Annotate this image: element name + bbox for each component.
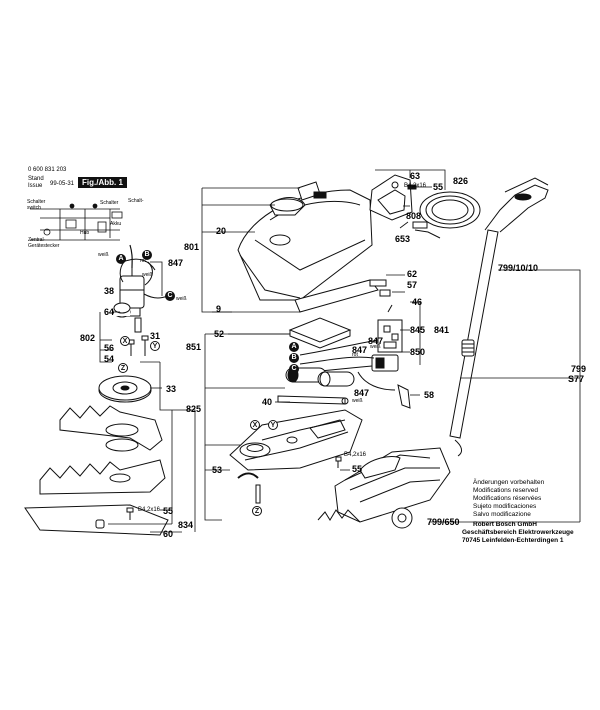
marker-y: Y <box>150 341 160 351</box>
marker-b: B <box>142 250 152 260</box>
screw-label-c: B4,2x16 <box>344 452 367 458</box>
wire-label-rot: rot <box>140 258 146 264</box>
marker-c: C <box>165 291 175 301</box>
company-address: 70745 Leinfelden-Echterdingen 1 <box>462 537 564 544</box>
part-834: 834 <box>178 520 194 530</box>
part-850: 850 <box>410 347 426 357</box>
marker-a-2: A <box>289 342 299 352</box>
part-845: 845 <box>410 325 426 335</box>
part-799-650: 799/650 <box>427 517 460 527</box>
part-851: 851 <box>186 342 202 352</box>
hub-label: Hub <box>80 230 90 236</box>
issue-date: 99-05-31 <box>50 181 75 187</box>
marker-z-2: Z <box>252 506 262 516</box>
note-line-5: Salvo modificazione <box>473 511 531 518</box>
figure-label: Fig./Abb. 1 <box>78 177 127 188</box>
part-55-a: 55 <box>163 506 174 516</box>
note-line-2: Modifications reserved <box>473 487 539 494</box>
part-847-d: 847 <box>354 388 370 398</box>
part-847-b: 847 <box>368 336 384 346</box>
part-52: 52 <box>214 329 225 339</box>
part-58: 58 <box>424 390 435 400</box>
geraetestecker-label: Gerätestecker <box>28 243 60 249</box>
schalter-label-2: Schalter <box>100 200 119 206</box>
assembled-shear <box>317 177 549 529</box>
screw-label-b: B4,2x16 <box>404 183 427 189</box>
part-653: 653 <box>395 234 411 244</box>
gear-and-blades <box>24 375 169 536</box>
part-60: 60 <box>163 529 174 539</box>
part-826: 826 <box>453 176 469 186</box>
part-799: 799 <box>571 364 587 374</box>
akku-label: Akku <box>110 221 122 227</box>
screw-label-a: B4,2x16 <box>138 507 161 513</box>
part-799-10-10: 799/10/10 <box>498 263 539 273</box>
part-s77: S77 <box>568 374 585 384</box>
part-841: 841 <box>434 325 450 335</box>
housing-top <box>237 181 391 313</box>
note-line-3: Modifications réservées <box>473 495 542 502</box>
part-801: 801 <box>184 242 200 252</box>
part-54: 54 <box>104 354 115 364</box>
company-name: Robert Bosch GmbH <box>473 521 537 528</box>
wire-label-weiss-5: weiß <box>352 398 363 404</box>
part-57: 57 <box>407 280 418 290</box>
part-9: 9 <box>216 304 222 314</box>
marker-z: Z <box>118 363 128 373</box>
part-63: 63 <box>410 171 421 181</box>
wire-label-weiss-4: weiß <box>370 344 381 350</box>
part-825: 825 <box>186 404 202 414</box>
part-31: 31 <box>150 331 161 341</box>
doc-number: 0 600 831 203 <box>28 167 67 173</box>
part-55-c: 55 <box>352 464 363 474</box>
schalter-label: Schalter <box>27 199 46 205</box>
motor-assembly <box>113 244 169 356</box>
part-847-c: 847 <box>352 345 368 355</box>
callout-lines <box>99 169 581 533</box>
note-line-1: Änderungen vorbehalten <box>473 479 545 486</box>
company-division: Geschäftsbereich Elektrowerkzeuge <box>462 529 574 536</box>
marker-x-2: X <box>250 420 260 430</box>
part-20: 20 <box>216 226 227 236</box>
wiring-schematic <box>30 203 123 241</box>
switch-label: switch <box>27 205 41 211</box>
marker-y-2: Y <box>268 420 278 430</box>
part-802: 802 <box>80 333 96 343</box>
wire-label-weiss-2: weiß <box>142 272 153 278</box>
schalt-label: Schalt- <box>128 198 144 204</box>
part-40: 40 <box>262 397 273 407</box>
part-64: 64 <box>104 307 115 317</box>
part-808: 808 <box>406 211 422 221</box>
zentral-label: Zentral- <box>28 237 46 243</box>
part-62: 62 <box>407 269 418 279</box>
part-53: 53 <box>212 465 223 475</box>
part-56: 56 <box>104 343 115 353</box>
part-55-b: 55 <box>433 182 444 192</box>
issue-label: Issue <box>28 183 43 189</box>
part-33: 33 <box>166 384 177 394</box>
note-line-4: Sujeto modificaciones <box>473 503 537 510</box>
marker-a: A <box>116 254 126 264</box>
wire-label-weiss-3: weiß <box>176 296 187 302</box>
wire-label-weiss: weiß <box>98 252 109 258</box>
marker-x: X <box>120 336 130 346</box>
wire-label-rot-2: rot <box>352 352 358 358</box>
part-38: 38 <box>104 286 115 296</box>
part-46: 46 <box>412 297 423 307</box>
stand-label: Stand <box>28 176 44 182</box>
marker-c-2: C <box>289 364 299 374</box>
marker-b-2: B <box>289 353 299 363</box>
charger-and-cable <box>369 174 481 239</box>
part-847-a: 847 <box>168 258 184 268</box>
